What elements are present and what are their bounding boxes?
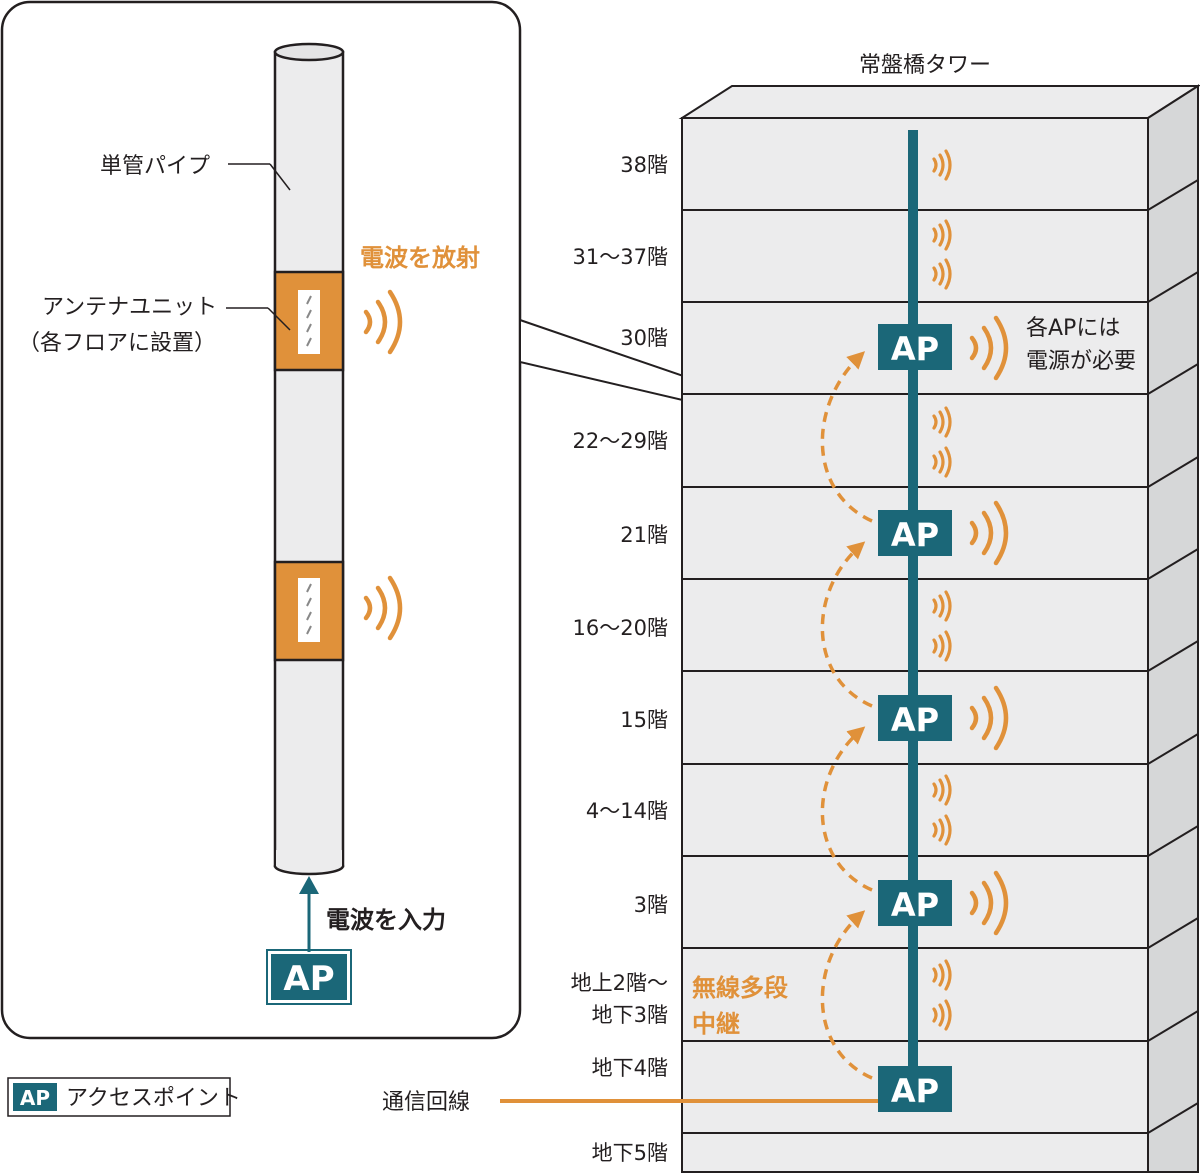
- floor-label: 地下4階: [592, 1056, 668, 1080]
- floor-label: 21階: [620, 523, 668, 547]
- floor-label: 地上2階～: [571, 971, 668, 995]
- antenna-unit-lower: [273, 560, 345, 662]
- relay-label: 中継: [692, 1010, 740, 1038]
- pipe-label: 単管パイプ: [100, 154, 210, 179]
- svg-text:AP: AP: [891, 330, 939, 368]
- floor-label: 22～29階: [573, 429, 668, 453]
- floor-label: 地下3階: [592, 1003, 668, 1027]
- svg-text:AP: AP: [891, 516, 939, 554]
- power-note: 電源が必要: [1026, 349, 1136, 374]
- ap-box-b4f: AP: [878, 1066, 952, 1112]
- legend-badge: [13, 1083, 57, 1111]
- floor-label: 4～14階: [586, 799, 668, 823]
- antenna-unit-upper: [273, 270, 345, 372]
- relay-label: 無線多段: [692, 974, 788, 1002]
- floor-label: 30階: [620, 326, 668, 350]
- ap-box-15f: AP: [878, 695, 952, 741]
- ap-box-source: AP: [266, 949, 352, 1005]
- floor-labels: 38階 31～37階 30階 22～29階 21階 16～20階 15階 4～1…: [571, 153, 668, 1165]
- floor-label: 地下5階: [592, 1141, 668, 1165]
- communication-line-label: 通信回線: [382, 1090, 470, 1115]
- radiate-label: 電波を放射: [360, 244, 480, 272]
- ap-box-21f: AP: [878, 510, 952, 556]
- power-note: 各APには: [1026, 316, 1120, 341]
- tower-building: [678, 84, 1200, 1173]
- floor-label: 15階: [620, 708, 668, 732]
- svg-text:AP: AP: [891, 1072, 939, 1110]
- antenna-unit-sublabel: （各フロアに設置）: [18, 331, 216, 356]
- floor-label: 38階: [620, 153, 668, 177]
- detail-panel: [0, 0, 522, 1040]
- floor-label: 31～37階: [573, 245, 668, 269]
- antenna-unit-label: アンテナユニット: [42, 295, 217, 320]
- input-arrow-head: [299, 876, 319, 894]
- svg-text:AP: AP: [891, 701, 939, 739]
- input-label: 電波を入力: [326, 906, 446, 934]
- pipe-leader-line: [269, 163, 291, 191]
- tower-pipe: [908, 130, 918, 1110]
- ap-box-3f: AP: [878, 880, 952, 926]
- legend-text: アクセスポイント: [66, 1086, 241, 1111]
- antenna-leader-line: [267, 307, 291, 331]
- tower-title: 常盤橋タワー: [859, 53, 991, 78]
- legend: AP アクセスポイント: [7, 1077, 241, 1117]
- floor-label: 3階: [634, 893, 668, 917]
- ap-box-30f: AP: [878, 324, 952, 370]
- single-pipe: [273, 42, 345, 876]
- svg-text:AP: AP: [283, 959, 334, 999]
- relay-arrows: [820, 351, 873, 1080]
- svg-text:AP: AP: [891, 886, 939, 924]
- floor-label: 16～20階: [573, 616, 668, 640]
- legend-badge-text: AP: [20, 1086, 50, 1110]
